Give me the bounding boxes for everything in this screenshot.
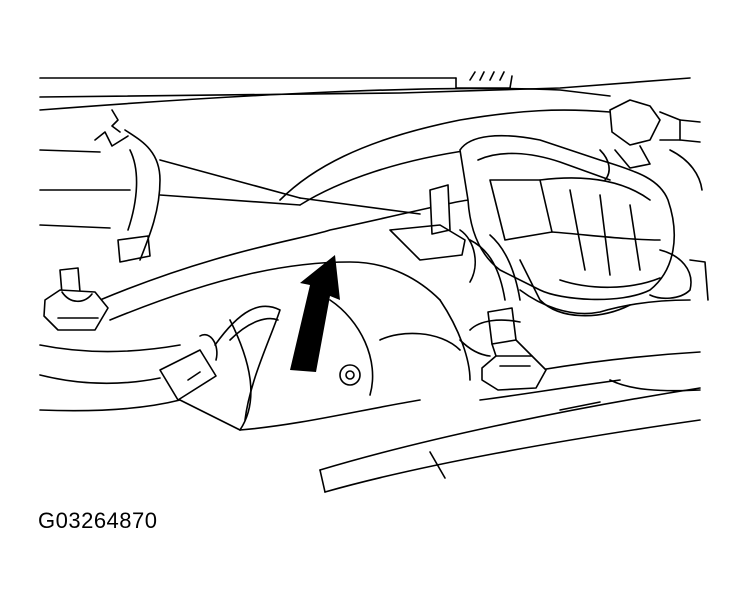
figure-id-label: G03264870	[38, 508, 158, 533]
center-nut	[339, 364, 361, 386]
right-edge-details	[609, 149, 709, 392]
engine-line-drawing	[39, 71, 709, 493]
left-bolt	[43, 267, 109, 331]
wiring-connector	[159, 305, 281, 421]
upper-body-panel-lines	[39, 71, 701, 143]
left-bracket	[39, 109, 301, 263]
location-arrow	[290, 255, 340, 372]
right-bolt	[459, 307, 547, 391]
solenoid-assembly	[389, 99, 692, 317]
lower-frame	[39, 299, 701, 493]
